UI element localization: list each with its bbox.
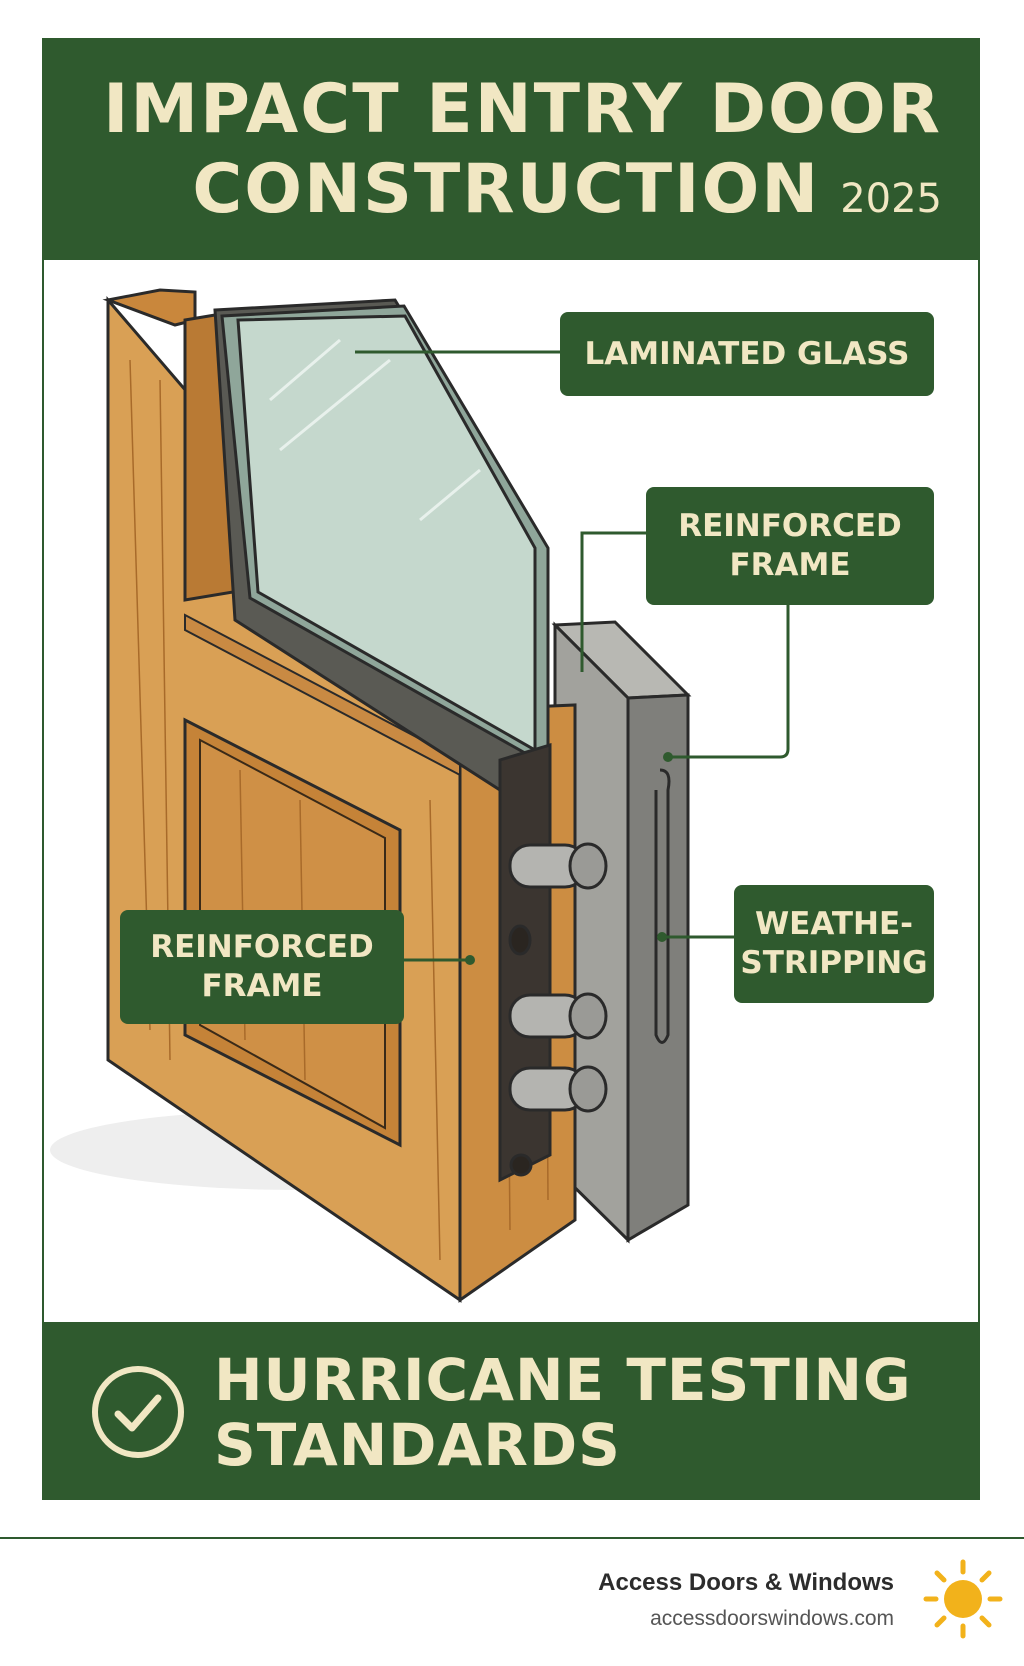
title-line-2: CONSTRUCTION 2025	[42, 150, 942, 229]
callout-reinforced-frame-left-line1: REINFORCED	[150, 929, 374, 966]
title-banner: IMPACT ENTRY DOOR CONSTRUCTION 2025	[42, 38, 980, 260]
footer-divider	[0, 1537, 1024, 1539]
leader-lines	[355, 350, 790, 962]
callout-reinforced-frame-top-line2: FRAME	[729, 547, 851, 583]
title-line-1: IMPACT ENTRY DOOR	[103, 70, 942, 149]
lock-plate	[498, 742, 552, 1183]
door-top-edge	[102, 288, 197, 327]
door-cross-section-diagram	[50, 288, 790, 1303]
callout-reinforced-frame-left-line2: FRAME	[201, 968, 323, 1004]
footer-banner: HURRICANE TESTING STANDARDS	[42, 1322, 980, 1500]
steel-jamb-side	[626, 693, 690, 1243]
title-year: 2025	[840, 176, 942, 222]
footer-title: HURRICANE TESTING STANDARDS	[214, 1348, 912, 1478]
brand-name: Access Doors & Windows	[598, 1569, 894, 1596]
callout-laminated-glass-label: LAMINATED GLASS	[584, 335, 910, 372]
callout-weatherstripping-line2: STRIPPING	[740, 945, 928, 981]
deadbolt-top-end	[568, 842, 608, 890]
deadbolt-middle-end	[568, 992, 608, 1040]
leader-dots	[465, 752, 673, 965]
brand-url: accessdoorswindows.com	[650, 1607, 894, 1630]
callout-weatherstripping: WEATHE- STRIPPING	[734, 885, 934, 1003]
title-construction: CONSTRUCTION	[192, 150, 821, 229]
deadbolts	[508, 842, 608, 1177]
check-circle-icon	[92, 1366, 184, 1458]
footer-title-line2: STANDARDS	[214, 1410, 621, 1479]
screw-hole	[508, 924, 532, 956]
deadbolt-bottom-end	[568, 1065, 608, 1113]
lock-screw	[509, 1153, 533, 1177]
callout-reinforced-frame-top-line1: REINFORCED	[678, 508, 902, 545]
weatherstrip-groove	[654, 768, 671, 1044]
leader-reinforced-frame-top	[580, 531, 646, 672]
callout-laminated-glass: LAMINATED GLASS	[560, 312, 934, 396]
footer-title-line1: HURRICANE TESTING	[214, 1346, 912, 1414]
glass-reflections	[269, 338, 481, 522]
leader-reinforced-frame-right	[668, 601, 790, 759]
callout-reinforced-frame-left: REINFORCED FRAME	[120, 910, 404, 1024]
sun-icon	[923, 1559, 1003, 1639]
callout-weatherstripping-line1: WEATHE-	[754, 906, 914, 943]
callout-reinforced-frame-top: REINFORCED FRAME	[646, 487, 934, 605]
